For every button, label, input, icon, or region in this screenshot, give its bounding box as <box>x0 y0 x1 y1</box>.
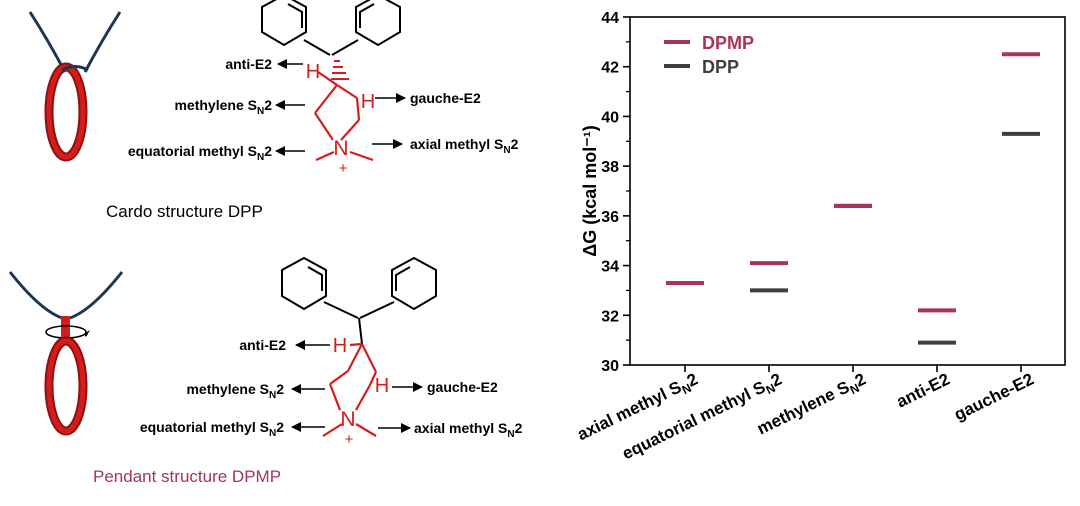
cardo-phenyl-left <box>261 0 307 47</box>
pendant-h-gauche: H <box>375 375 389 397</box>
cardo-arrows <box>275 59 406 156</box>
y-tick-label: 34 <box>601 259 619 276</box>
pendant-phenyl-right <box>391 256 437 311</box>
pendant-caption: Pendant structure DPMP <box>93 467 281 486</box>
pendant-label-anti-e2: anti-E2 <box>239 337 286 353</box>
pendant-label-methylene: methylene SN2 <box>186 381 284 401</box>
cardo-label-gauche-e2: gauche-E2 <box>410 90 481 106</box>
cardo-h-gauche: H <box>361 91 375 113</box>
pendant-schematic-icon <box>8 271 124 436</box>
chart-plot-frame <box>629 16 1066 366</box>
y-tick-label: 32 <box>601 308 619 325</box>
cardo-label-anti-e2: anti-E2 <box>225 56 272 72</box>
cardo-n-atom: N <box>333 137 348 160</box>
chart-y-label: ΔG (kcal mol⁻¹) <box>580 125 600 256</box>
pendant-phenyl-left <box>281 256 327 311</box>
y-tick-label: 30 <box>601 358 619 375</box>
cardo-n-charge: + <box>339 160 348 177</box>
energy-chart: 30 32 34 36 38 40 42 44 axial methyl SN2equator… <box>574 10 1066 463</box>
y-tick-label: 40 <box>601 109 619 126</box>
chart-marks <box>666 52 1040 345</box>
x-tick-label: anti-E2 <box>893 370 952 412</box>
cardo-schematic-icon <box>28 11 122 162</box>
cardo-panel: H H N + anti-E2 methylene SN2 equatorial… <box>28 0 519 221</box>
cardo-label-ax-methyl: axial methyl SN2 <box>410 136 519 156</box>
y-tick-label: 44 <box>601 10 619 27</box>
x-tick-label: gauche-E2 <box>951 370 1037 425</box>
legend-label: DPMP <box>702 33 754 53</box>
y-tick-label: 42 <box>601 60 619 77</box>
chart-legend: DPMP DPP <box>664 33 754 77</box>
pendant-label-eq-methyl: equatorial methyl SN2 <box>140 419 284 439</box>
cardo-phenyl-right <box>355 0 401 47</box>
pendant-arrows <box>291 340 423 433</box>
cardo-molecule: H H N + <box>261 0 401 177</box>
pendant-label-gauche-e2: gauche-E2 <box>427 379 498 395</box>
legend-label: DPP <box>702 57 739 77</box>
y-tick-label: 36 <box>601 209 619 226</box>
pendant-label-ax-methyl: axial methyl SN2 <box>414 420 523 440</box>
chart-y-axis: 30 32 34 36 38 40 42 44 <box>601 10 630 375</box>
cardo-caption: Cardo structure DPP <box>106 202 263 221</box>
pendant-molecule: H H N + <box>281 256 437 448</box>
pendant-h-anti: H <box>333 335 347 357</box>
y-tick-label: 38 <box>601 159 619 176</box>
pendant-n-atom: N <box>340 408 355 431</box>
cardo-h-anti: H <box>306 61 320 83</box>
pendant-n-charge: + <box>345 431 354 448</box>
pendant-panel: H H N + anti-E2 methylene SN2 equatorial… <box>8 256 523 486</box>
cardo-label-eq-methyl: equatorial methyl SN2 <box>128 143 272 163</box>
cardo-label-methylene: methylene SN2 <box>174 97 272 117</box>
